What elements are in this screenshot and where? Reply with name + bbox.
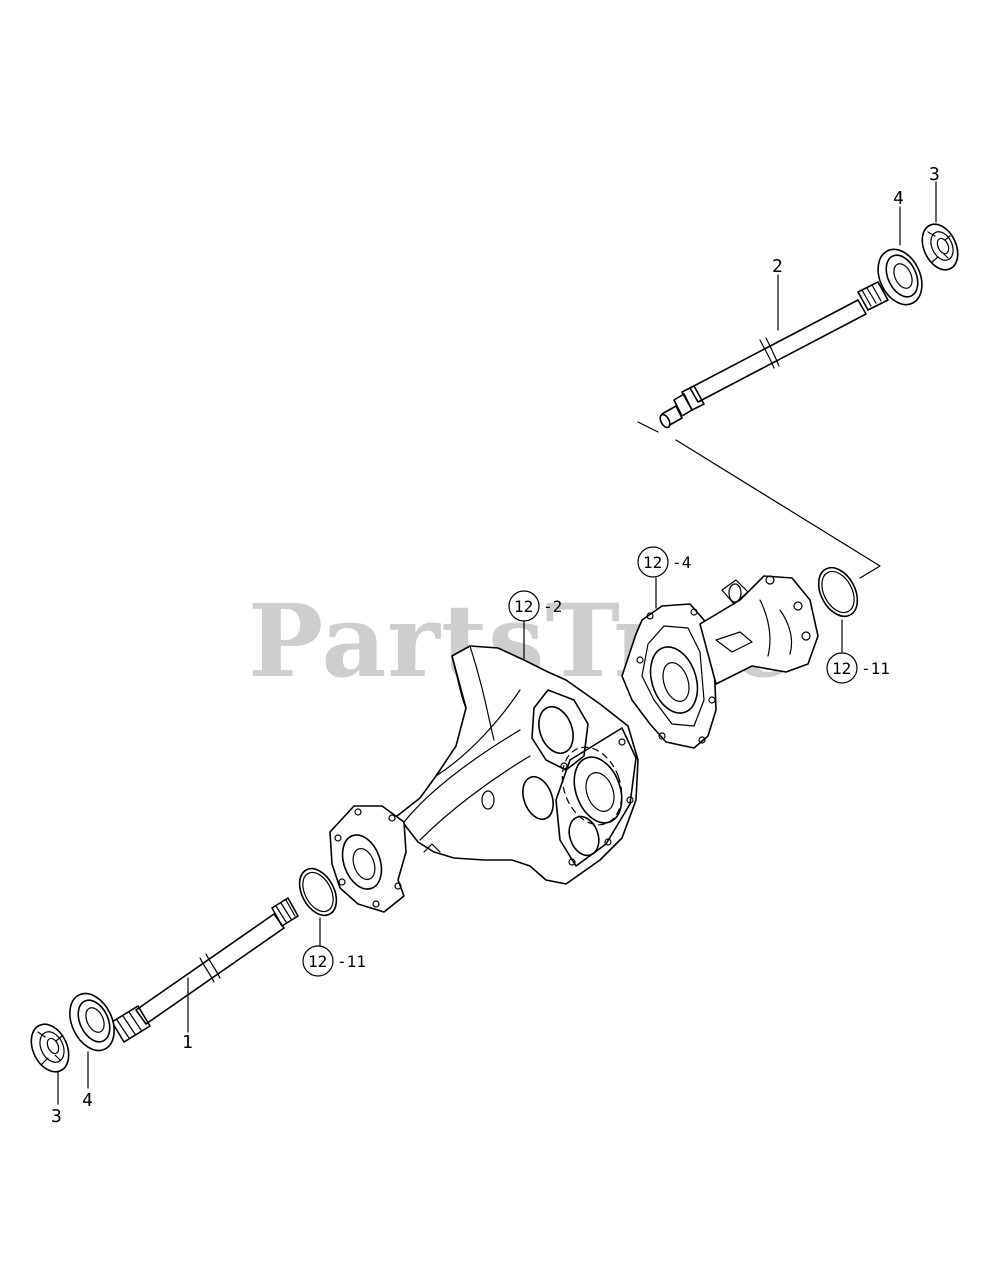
part-bearing-4-left[interactable] (61, 986, 123, 1057)
callout-4-right[interactable]: 4 (893, 188, 904, 209)
callout-4-left[interactable]: 4 (82, 1090, 93, 1111)
callout-12-4-num: 12 (643, 553, 662, 572)
part-gear-3-left[interactable] (24, 1018, 76, 1078)
part-oring-12-11-left[interactable] (292, 862, 344, 921)
callout-12-2-num: 12 (514, 597, 533, 616)
callout-2[interactable]: 2 (772, 256, 783, 277)
assembly-line-b (675, 439, 881, 579)
callout-12-2-suffix: -2 (543, 597, 562, 616)
callout-12-11-left-num: 12 (308, 952, 327, 971)
callout-3-left[interactable]: 3 (51, 1106, 62, 1127)
callout-circle-12-11-left[interactable] (302, 945, 334, 977)
callout-circle-12-11-right[interactable] (826, 652, 858, 684)
callout-1[interactable]: 1 (182, 1032, 193, 1053)
callout-circle-12-4[interactable] (637, 546, 669, 578)
part-bearing-4-right[interactable] (870, 242, 931, 311)
part-housing-12-2[interactable] (329, 645, 639, 913)
part-housing-12-4[interactable] (621, 575, 819, 749)
part-shaft-2[interactable] (658, 281, 889, 429)
callout-3-right[interactable]: 3 (929, 164, 940, 185)
callout-circle-12-2[interactable] (508, 590, 540, 622)
callout-12-11-right-num: 12 (832, 659, 851, 678)
callout-12-11-left-suffix: -11 (337, 952, 366, 971)
part-oring-12-11-right[interactable] (811, 561, 865, 623)
part-shaft-1[interactable] (111, 897, 299, 1043)
part-gear-3-right[interactable] (915, 218, 964, 275)
callout-12-4-suffix: -4 (672, 553, 691, 572)
callout-12-11-right-suffix: -11 (861, 659, 890, 678)
assembly-line-a (637, 421, 659, 433)
